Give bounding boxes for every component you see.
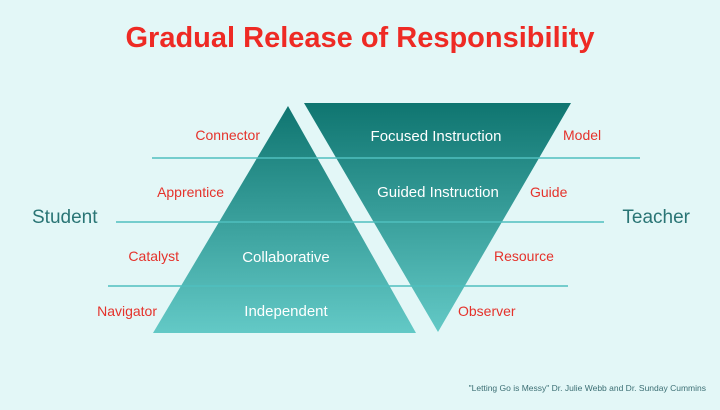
teacher-role-guide: Guide <box>530 184 568 200</box>
collaborative-label: Collaborative <box>242 249 330 266</box>
focused-instruction-label: Focused Instruction <box>371 128 502 145</box>
page-title: Gradual Release of Responsibility <box>125 22 595 54</box>
guided-instruction-label: Guided Instruction <box>377 184 499 201</box>
citation-text: "Letting Go is Messy" Dr. Julie Webb and… <box>468 383 706 393</box>
student-role-connector: Connector <box>195 127 260 143</box>
independent-label: Independent <box>244 303 328 320</box>
teacher-role-model: Model <box>563 127 601 143</box>
student-pyramid <box>153 106 416 333</box>
teacher-side-label: Teacher <box>622 207 690 228</box>
student-role-navigator: Navigator <box>97 303 157 319</box>
student-role-apprentice: Apprentice <box>157 184 224 200</box>
student-side-label: Student <box>32 207 98 228</box>
teacher-role-resource: Resource <box>494 248 554 264</box>
teacher-inverted-pyramid <box>304 103 571 332</box>
student-role-catalyst: Catalyst <box>128 248 179 264</box>
teacher-role-observer: Observer <box>458 303 516 319</box>
